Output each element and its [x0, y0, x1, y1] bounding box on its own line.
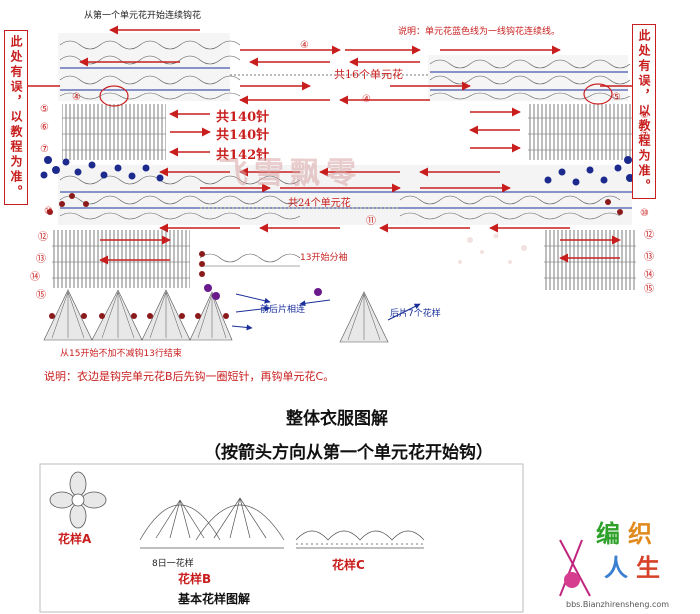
count-140-a: 共140针	[216, 110, 270, 125]
pattern-a-label: 花样A	[58, 532, 92, 546]
yarn-logo-icon	[559, 539, 591, 597]
fan-pattern-left	[43, 289, 233, 341]
basic-pattern-heading: 基本花样图解	[178, 592, 251, 606]
left-lower-stitches	[52, 230, 190, 288]
back-7-note: 后片7个花样	[390, 309, 441, 319]
row-5-left: ⑤	[40, 104, 49, 115]
top-start-note: 从第一个单元花开始连续钩花	[84, 11, 202, 21]
highlight-circle-left	[99, 85, 129, 107]
row-1-top: ④	[300, 40, 309, 51]
middle-arrows	[169, 107, 521, 157]
top-flower-row-left	[58, 33, 241, 101]
dark-red-beads	[47, 193, 623, 215]
row-11-mid: ⑪	[366, 216, 376, 227]
left-stitch-block	[62, 104, 166, 160]
pattern-c-label: 花样C	[332, 558, 365, 572]
error-note-right: 此处有误，以教程为准。	[632, 24, 656, 199]
row-arrows-8-10	[159, 167, 570, 233]
logo-char-1: 编	[596, 520, 620, 548]
row-10-left: ⑩	[44, 206, 53, 217]
count-142: 共142针	[216, 148, 270, 163]
pattern-c-scallops	[295, 530, 425, 549]
logo-url: bbs.Bianzhirensheng.com	[566, 600, 670, 609]
blue-link-arrows	[231, 293, 421, 331]
fan-rays	[51, 291, 381, 341]
basic-pattern-frame	[39, 463, 524, 613]
purple-beads	[204, 284, 322, 300]
row-8-mid: ④	[362, 94, 371, 105]
row-4-left: ④	[72, 92, 81, 103]
row-10-right: ⑩	[640, 208, 649, 219]
row-5-right: ⑤	[612, 92, 621, 103]
logo-char-2: 织	[628, 520, 652, 548]
pattern-a-flower	[49, 471, 107, 529]
logo-char-3: 人	[604, 554, 628, 582]
lower-arrows	[99, 235, 621, 265]
row-13-right: ⑬	[644, 252, 654, 263]
row-14-left: ⑭	[30, 272, 40, 283]
highlight-circle-right	[583, 83, 613, 105]
stitch-row-lines	[62, 117, 632, 151]
watermark-text: 飞雪飘零	[218, 156, 362, 191]
sub-title: （按箭头方向从第一个单元花开始钩）	[204, 443, 493, 463]
row-14-right: ⑭	[644, 270, 654, 281]
count-24-units: 共24个单元花	[288, 198, 351, 209]
navy-beads-left	[40, 156, 164, 182]
right-lower-stitches	[544, 230, 636, 290]
count-140-b: 共140针	[216, 128, 270, 143]
front-back-join-note: 前后片相连	[260, 305, 306, 315]
right-stitch-block	[528, 104, 632, 160]
row-13-left: ⑬	[36, 254, 46, 265]
row-7-right: ⑦	[640, 130, 649, 141]
pattern-b-note: 8日一花样	[152, 559, 194, 569]
row-6-right: ⑥	[640, 110, 649, 121]
sleeve-beads	[199, 251, 205, 277]
row-15-right: ⑮	[644, 284, 654, 295]
row-12-left: ⑫	[38, 232, 48, 243]
fan-beads	[49, 313, 229, 319]
watermark-splash	[458, 233, 527, 264]
logo-char-4: 生	[636, 554, 660, 582]
error-note-left: 此处有误，以教程为准。	[4, 30, 28, 205]
pattern-b-label: 花样B	[178, 572, 212, 586]
sleeve-split-stitches	[199, 253, 301, 267]
row-12-right: ⑫	[644, 230, 654, 241]
top-flower-row-right	[428, 55, 631, 101]
pattern-b-fans	[139, 497, 285, 549]
sleeve-split-note: 13开始分袖	[300, 253, 348, 263]
top-explain-note: 说明：单元花蓝色线为一线钩花连续线。	[398, 27, 561, 37]
from-15-note: 从15开始不加不减钩13行结束	[60, 349, 182, 359]
mid-flower-row	[58, 165, 632, 225]
row-7-left: ⑦	[40, 144, 49, 155]
bottom-explain-note: 说明：衣边是钩完单元花B后先钩一圈短针，再钩单元花C。	[44, 370, 335, 383]
count-16-units: 共16个单元花	[334, 68, 403, 81]
row-6-left: ⑥	[40, 122, 49, 133]
main-title: 整体衣服图解	[286, 409, 388, 429]
row-15-left: ⑮	[36, 290, 46, 301]
